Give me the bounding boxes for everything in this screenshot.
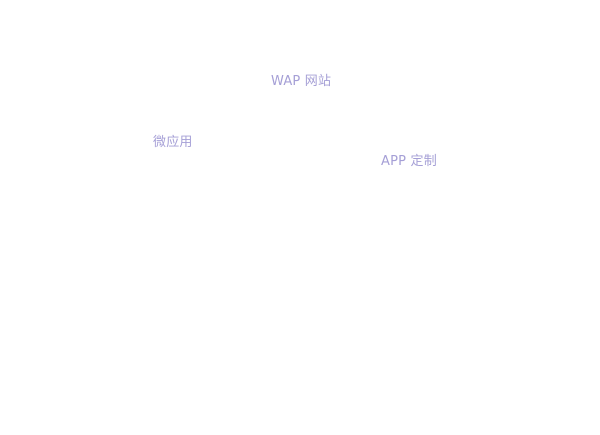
wap-site-label[interactable]: WAP 网站: [271, 74, 332, 89]
app-custom-label[interactable]: APP 定制: [381, 154, 437, 169]
micro-app-label[interactable]: 微应用: [153, 135, 193, 150]
